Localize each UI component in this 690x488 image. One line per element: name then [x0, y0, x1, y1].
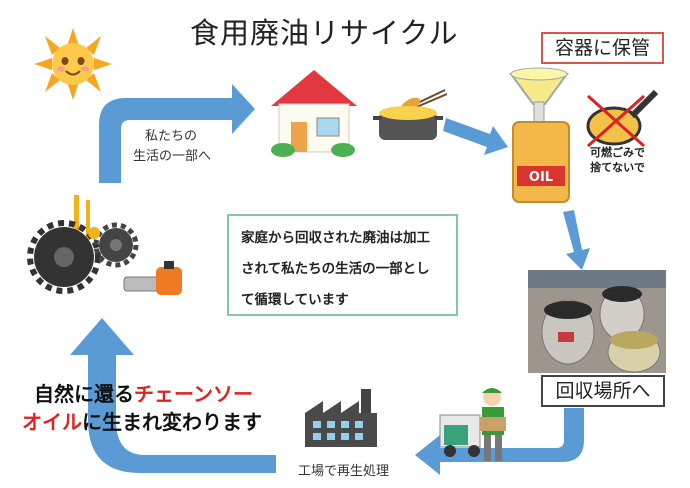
- to-daily-life-label: 私たちの 生活の一部へ: [133, 127, 211, 167]
- arrow-to-factory: [415, 408, 584, 475]
- arrow-to-home: [99, 84, 255, 183]
- life-label-line-1: 私たちの: [145, 129, 198, 144]
- arrow-to-collection: [563, 210, 590, 270]
- life-label-line-2: 生活の一部へ: [133, 149, 212, 164]
- no-frying-pan-icon: [586, 89, 659, 148]
- gears-chainsaw-icon: [27, 195, 182, 295]
- truck-worker-icon: [439, 388, 506, 461]
- msg-line1-pre: 自然に還る: [34, 382, 134, 406]
- frying-pot-icon: [373, 89, 448, 140]
- chainsaw-oil-message: 自然に還るチェーンソー オイルに生まれ変わります: [22, 380, 262, 436]
- no-trash-line-2: 捨てないで: [590, 161, 645, 174]
- oil-can-text: OIL: [529, 170, 553, 185]
- arrow-to-chainsaw-oil: [70, 318, 276, 473]
- sun-icon: [34, 28, 112, 100]
- no-trash-line-1: 可燃ごみで: [590, 146, 645, 159]
- factory-label: 工場で再生処理: [298, 464, 390, 479]
- msg-line2-post: に生まれ変わります: [82, 410, 262, 434]
- msg-line1-red: チェーンソー: [134, 382, 253, 406]
- collection-site-photo: [528, 270, 666, 373]
- oil-can-icon: OIL: [509, 67, 570, 203]
- factory-icon: [305, 389, 377, 447]
- explanation-line-1: 家庭から回収された廃油は加工: [241, 230, 430, 246]
- arrow-to-container: [443, 118, 508, 155]
- explanation-line-2: されて私たちの生活の一部とし: [241, 261, 430, 277]
- explanation-box: 家庭から回収された廃油は加工 されて私たちの生活の一部とし て循環しています: [227, 214, 458, 316]
- no-burnable-trash-note: 可燃ごみで 捨てないで: [590, 145, 645, 175]
- page-title: 食用廃油リサイクル: [190, 16, 459, 50]
- collection-point-label: 回収場所へ: [541, 375, 665, 407]
- container-storage-label: 容器に保管: [541, 32, 664, 64]
- house-icon: [271, 70, 357, 157]
- explanation-line-3: て循環しています: [241, 292, 349, 308]
- msg-line2-red: オイル: [22, 410, 82, 434]
